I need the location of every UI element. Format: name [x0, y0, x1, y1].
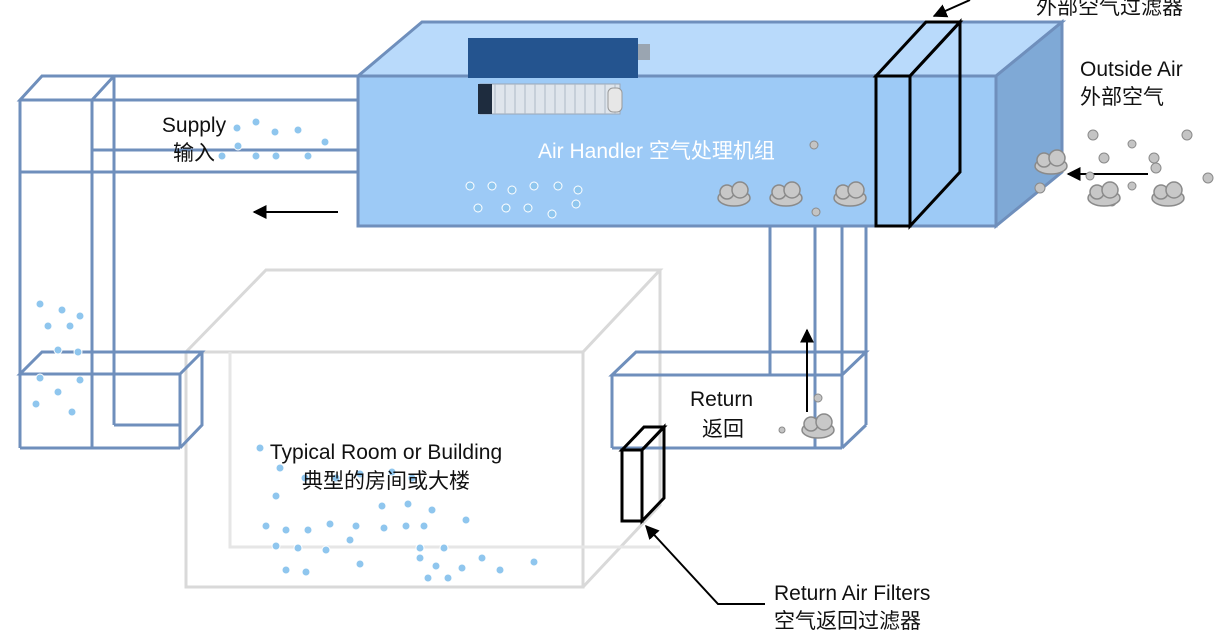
return-filter-leader-line [645, 524, 765, 605]
outside-air-label-cn: 外部空气 [1080, 86, 1164, 109]
air-handler [353, 18, 1067, 230]
water-droplets [31, 117, 583, 583]
top-filter-leader-arrow [932, 0, 971, 18]
supply-label-en: Supply [161, 114, 227, 137]
dust-clump [769, 181, 803, 207]
supply-duct [16, 74, 358, 450]
air-handler-label: Air Handler 空气处理机组 [538, 140, 775, 163]
dust-clump [1151, 181, 1185, 207]
room-label-cn: 典型的房间或大楼 [302, 470, 470, 493]
outside-air-filter-label: 外部空气过滤器 [1036, 0, 1183, 19]
dust-clump [717, 181, 751, 207]
outside-air-filter [872, 18, 964, 230]
fan-coil-unit [468, 38, 650, 115]
return-air-filter [618, 423, 668, 525]
return-label-cn: 返回 [702, 418, 744, 441]
return-filters-label-cn: 空气返回过滤器 [774, 610, 921, 633]
dust-clump [833, 181, 867, 207]
room-box [182, 268, 664, 589]
dust-particles [778, 129, 1214, 434]
supply-label-cn: 输入 [173, 142, 215, 165]
outside-air-label-en: Outside Air [1080, 58, 1183, 81]
return-filters-label-en: Return Air Filters [774, 582, 931, 605]
room-label-en: Typical Room or Building [269, 441, 503, 464]
return-duct [608, 226, 870, 450]
dust-clump [801, 413, 835, 439]
return-label-en: Return [690, 388, 754, 411]
dust-clump [1034, 149, 1068, 175]
dust-clump [1087, 181, 1121, 207]
dust-clumps [717, 149, 1185, 439]
